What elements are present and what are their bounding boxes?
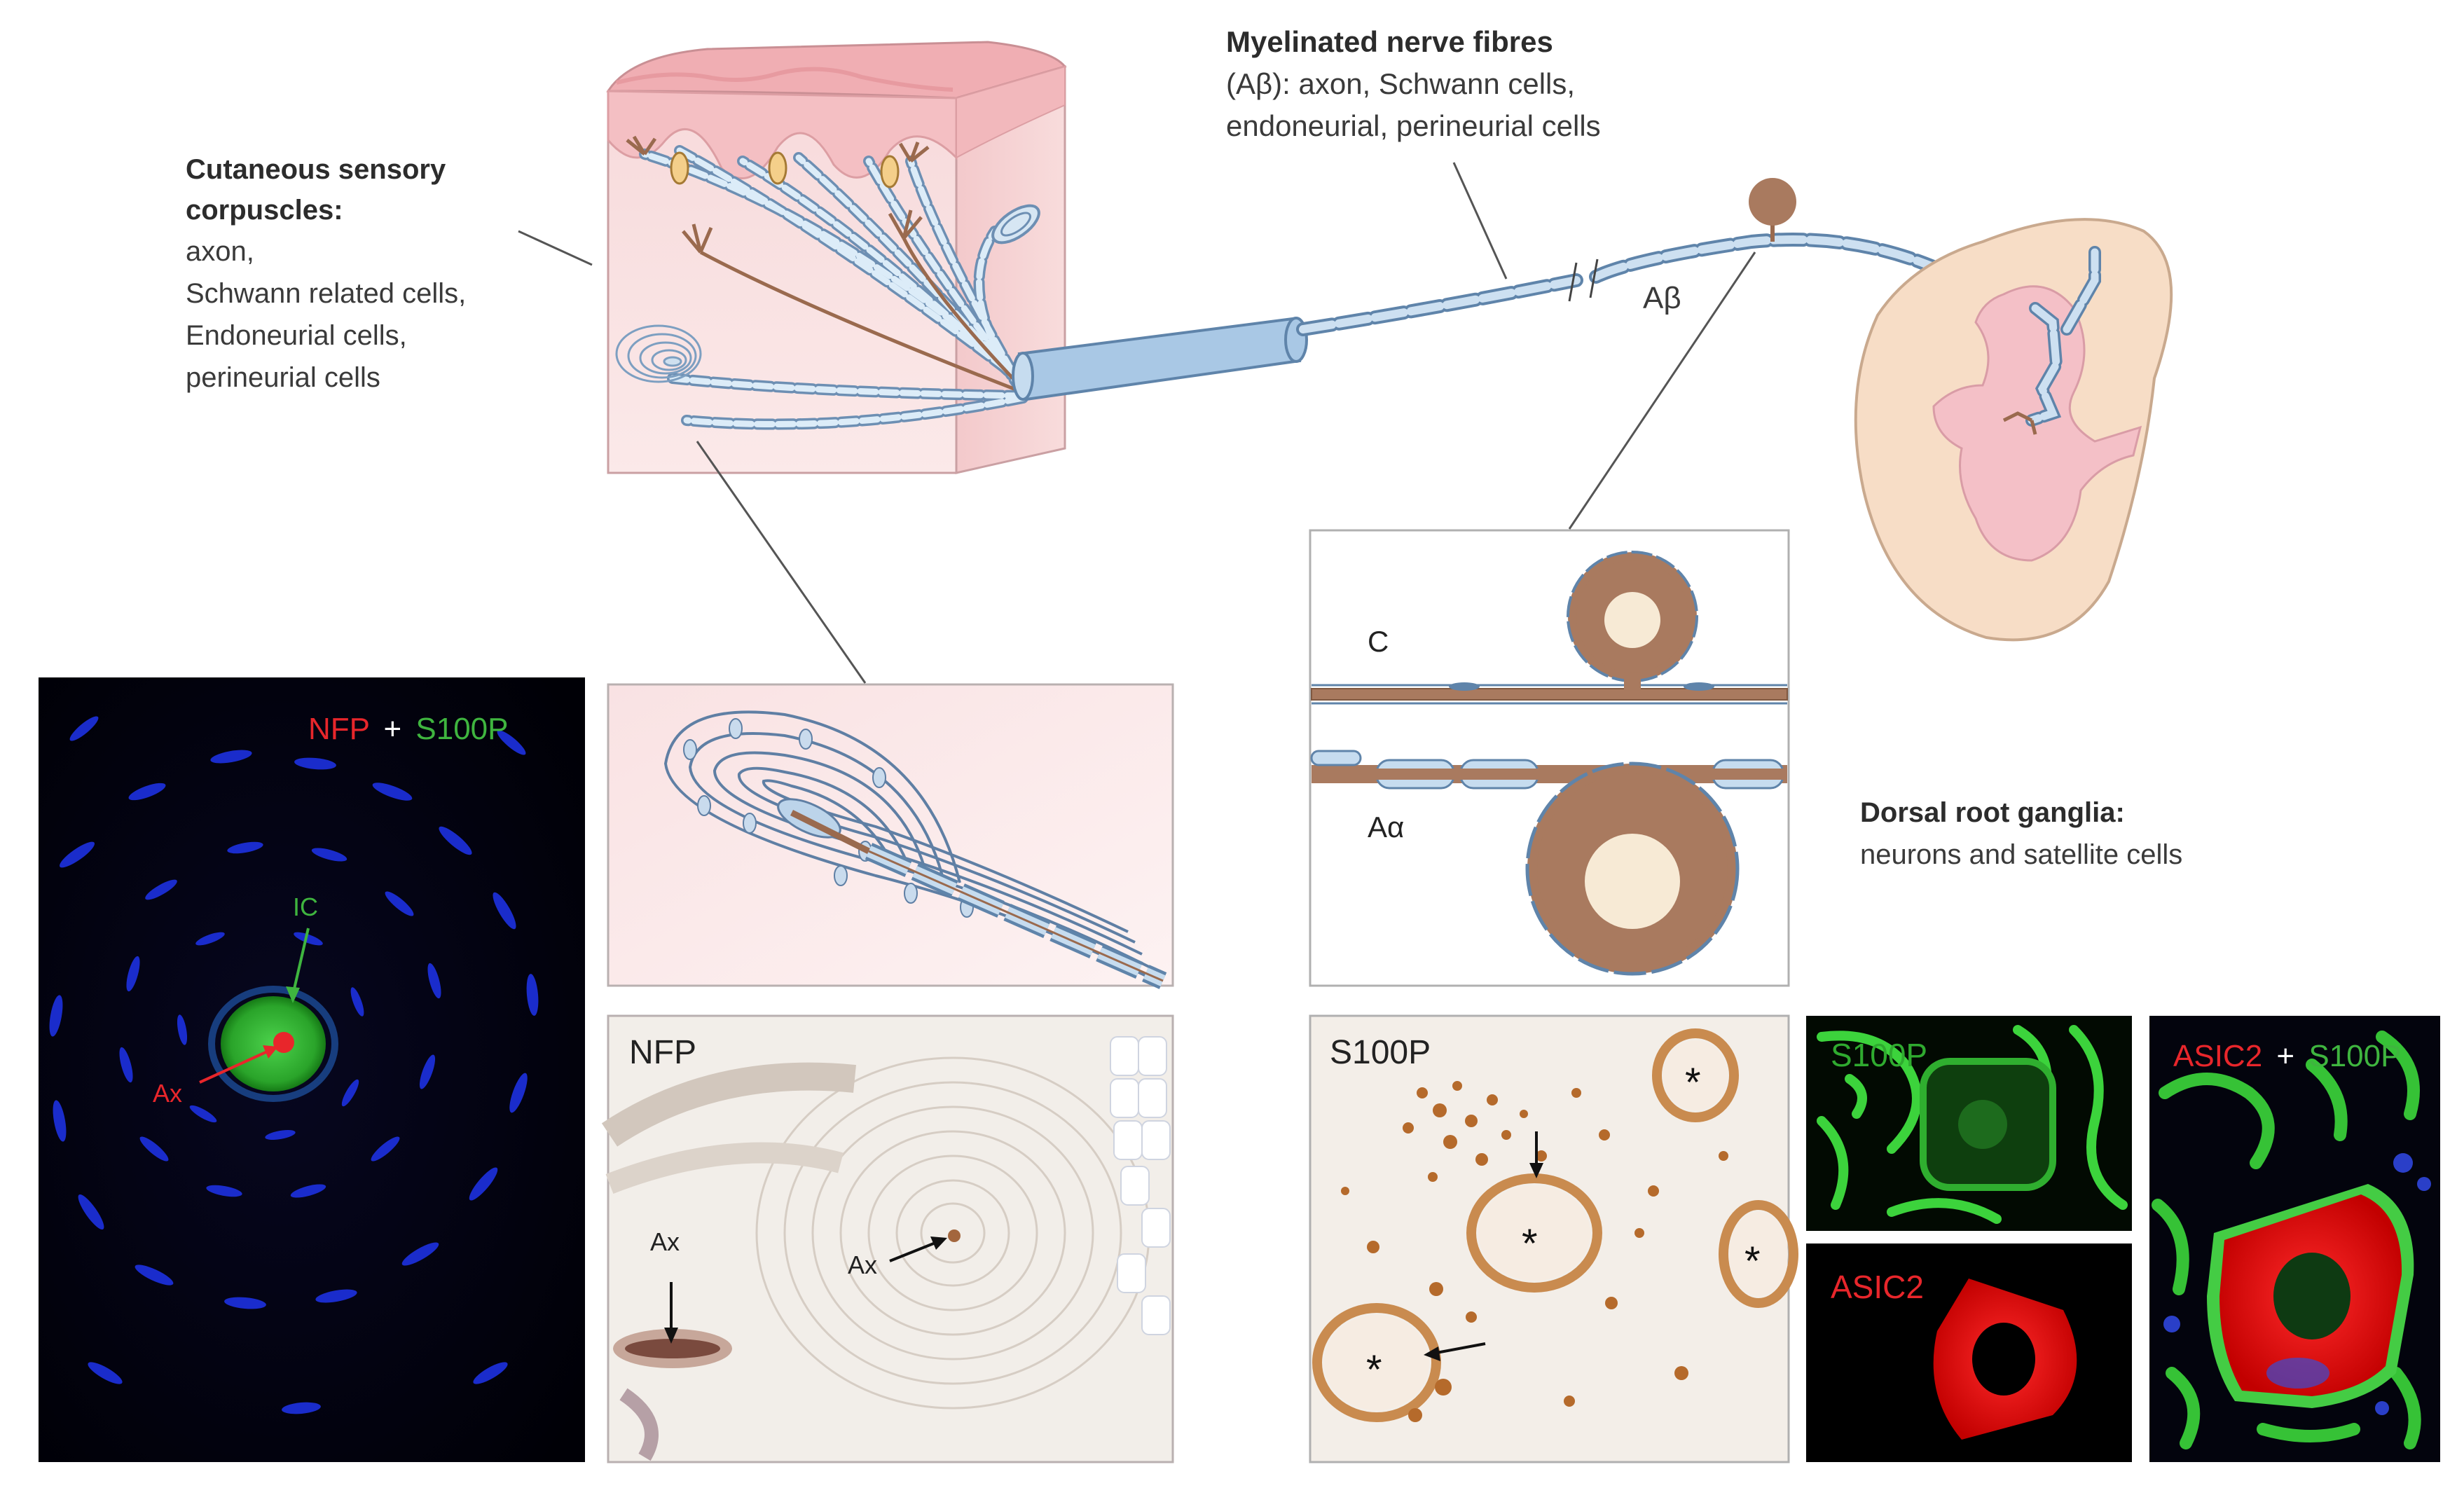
nfp-ax-label-1: Ax bbox=[650, 1227, 680, 1256]
pacinian-inset bbox=[607, 683, 1174, 989]
nfp-brightfield-panel bbox=[601, 1014, 1174, 1463]
drg-callout: Dorsal root ganglia: neurons and satelli… bbox=[1860, 792, 2182, 876]
nfp-panel-title: NFP bbox=[629, 1034, 696, 1071]
merge-fluorescence-panel bbox=[2149, 1016, 2440, 1462]
ic-label: IC bbox=[293, 893, 318, 921]
cutaneous-line-2: Schwann related cells, bbox=[186, 278, 467, 309]
nfp-marker: NFP bbox=[308, 712, 369, 746]
leader-lines bbox=[518, 162, 1756, 684]
fluorescence-panel-nfp-s100p bbox=[39, 677, 585, 1462]
asic2-marker: ASIC2 bbox=[2173, 1039, 2262, 1073]
s100p-fluorescence-panel bbox=[1806, 1016, 2132, 1231]
svg-labels: Aβ C Aα NFP + S100P IC Ax NFP Ax Ax S100… bbox=[153, 281, 2401, 1393]
abeta-label: Aβ bbox=[1643, 281, 1681, 315]
c-fibre-label: C bbox=[1368, 625, 1389, 658]
cutaneous-heading: Cutaneous sensory corpuscles: bbox=[186, 154, 446, 226]
star-3: * bbox=[1744, 1239, 1761, 1284]
asic2-title: ASIC2 bbox=[1831, 1269, 1924, 1305]
fluor1-title: NFP + S100P bbox=[308, 712, 509, 746]
s100p-panel-title: S100P bbox=[1330, 1034, 1431, 1071]
s100p-fluor-title: S100P bbox=[1831, 1037, 1927, 1073]
merge-s100p-marker: S100P bbox=[2308, 1039, 2401, 1073]
star-4: * bbox=[1366, 1347, 1382, 1393]
cutaneous-line-1: axon, bbox=[186, 236, 254, 267]
drg-cell-body bbox=[1749, 178, 1796, 226]
star-2: * bbox=[1522, 1221, 1538, 1267]
merge-title: ASIC2 + S100P bbox=[2173, 1039, 2401, 1073]
spinal-cord bbox=[1854, 218, 2173, 642]
drg-inset bbox=[1309, 529, 1790, 987]
ax-label-fluor: Ax bbox=[153, 1079, 182, 1108]
asic2-fluorescence-panel bbox=[1806, 1243, 2132, 1462]
s100p-marker: S100P bbox=[415, 712, 508, 746]
myelinated-callout: Myelinated nerve fibres (Aβ): axon, Schw… bbox=[1226, 21, 1601, 147]
cutaneous-line-3: Endoneurial cells, bbox=[186, 320, 407, 351]
myelinated-line-2: endoneurial, perineurial cells bbox=[1226, 109, 1601, 142]
myelinated-heading: Myelinated nerve fibres bbox=[1226, 25, 1553, 58]
skin-nerve-fibres bbox=[615, 135, 1040, 430]
s100p-brightfield-panel bbox=[1309, 1014, 1798, 1463]
aalpha-label: Aα bbox=[1368, 811, 1404, 843]
nfp-ax-label-2: Ax bbox=[848, 1251, 877, 1279]
cutaneous-callout: Cutaneous sensory corpuscles: axon, Schw… bbox=[186, 149, 550, 399]
myelinated-line-1: (Aβ): axon, Schwann cells, bbox=[1226, 67, 1576, 100]
plus-sign: + bbox=[383, 712, 401, 746]
star-1: * bbox=[1685, 1060, 1701, 1105]
merge-plus-sign: + bbox=[2276, 1039, 2294, 1073]
drg-heading: Dorsal root ganglia: bbox=[1860, 797, 2125, 828]
cutaneous-line-4: perineurial cells bbox=[186, 362, 380, 393]
drg-line: neurons and satellite cells bbox=[1860, 839, 2183, 870]
